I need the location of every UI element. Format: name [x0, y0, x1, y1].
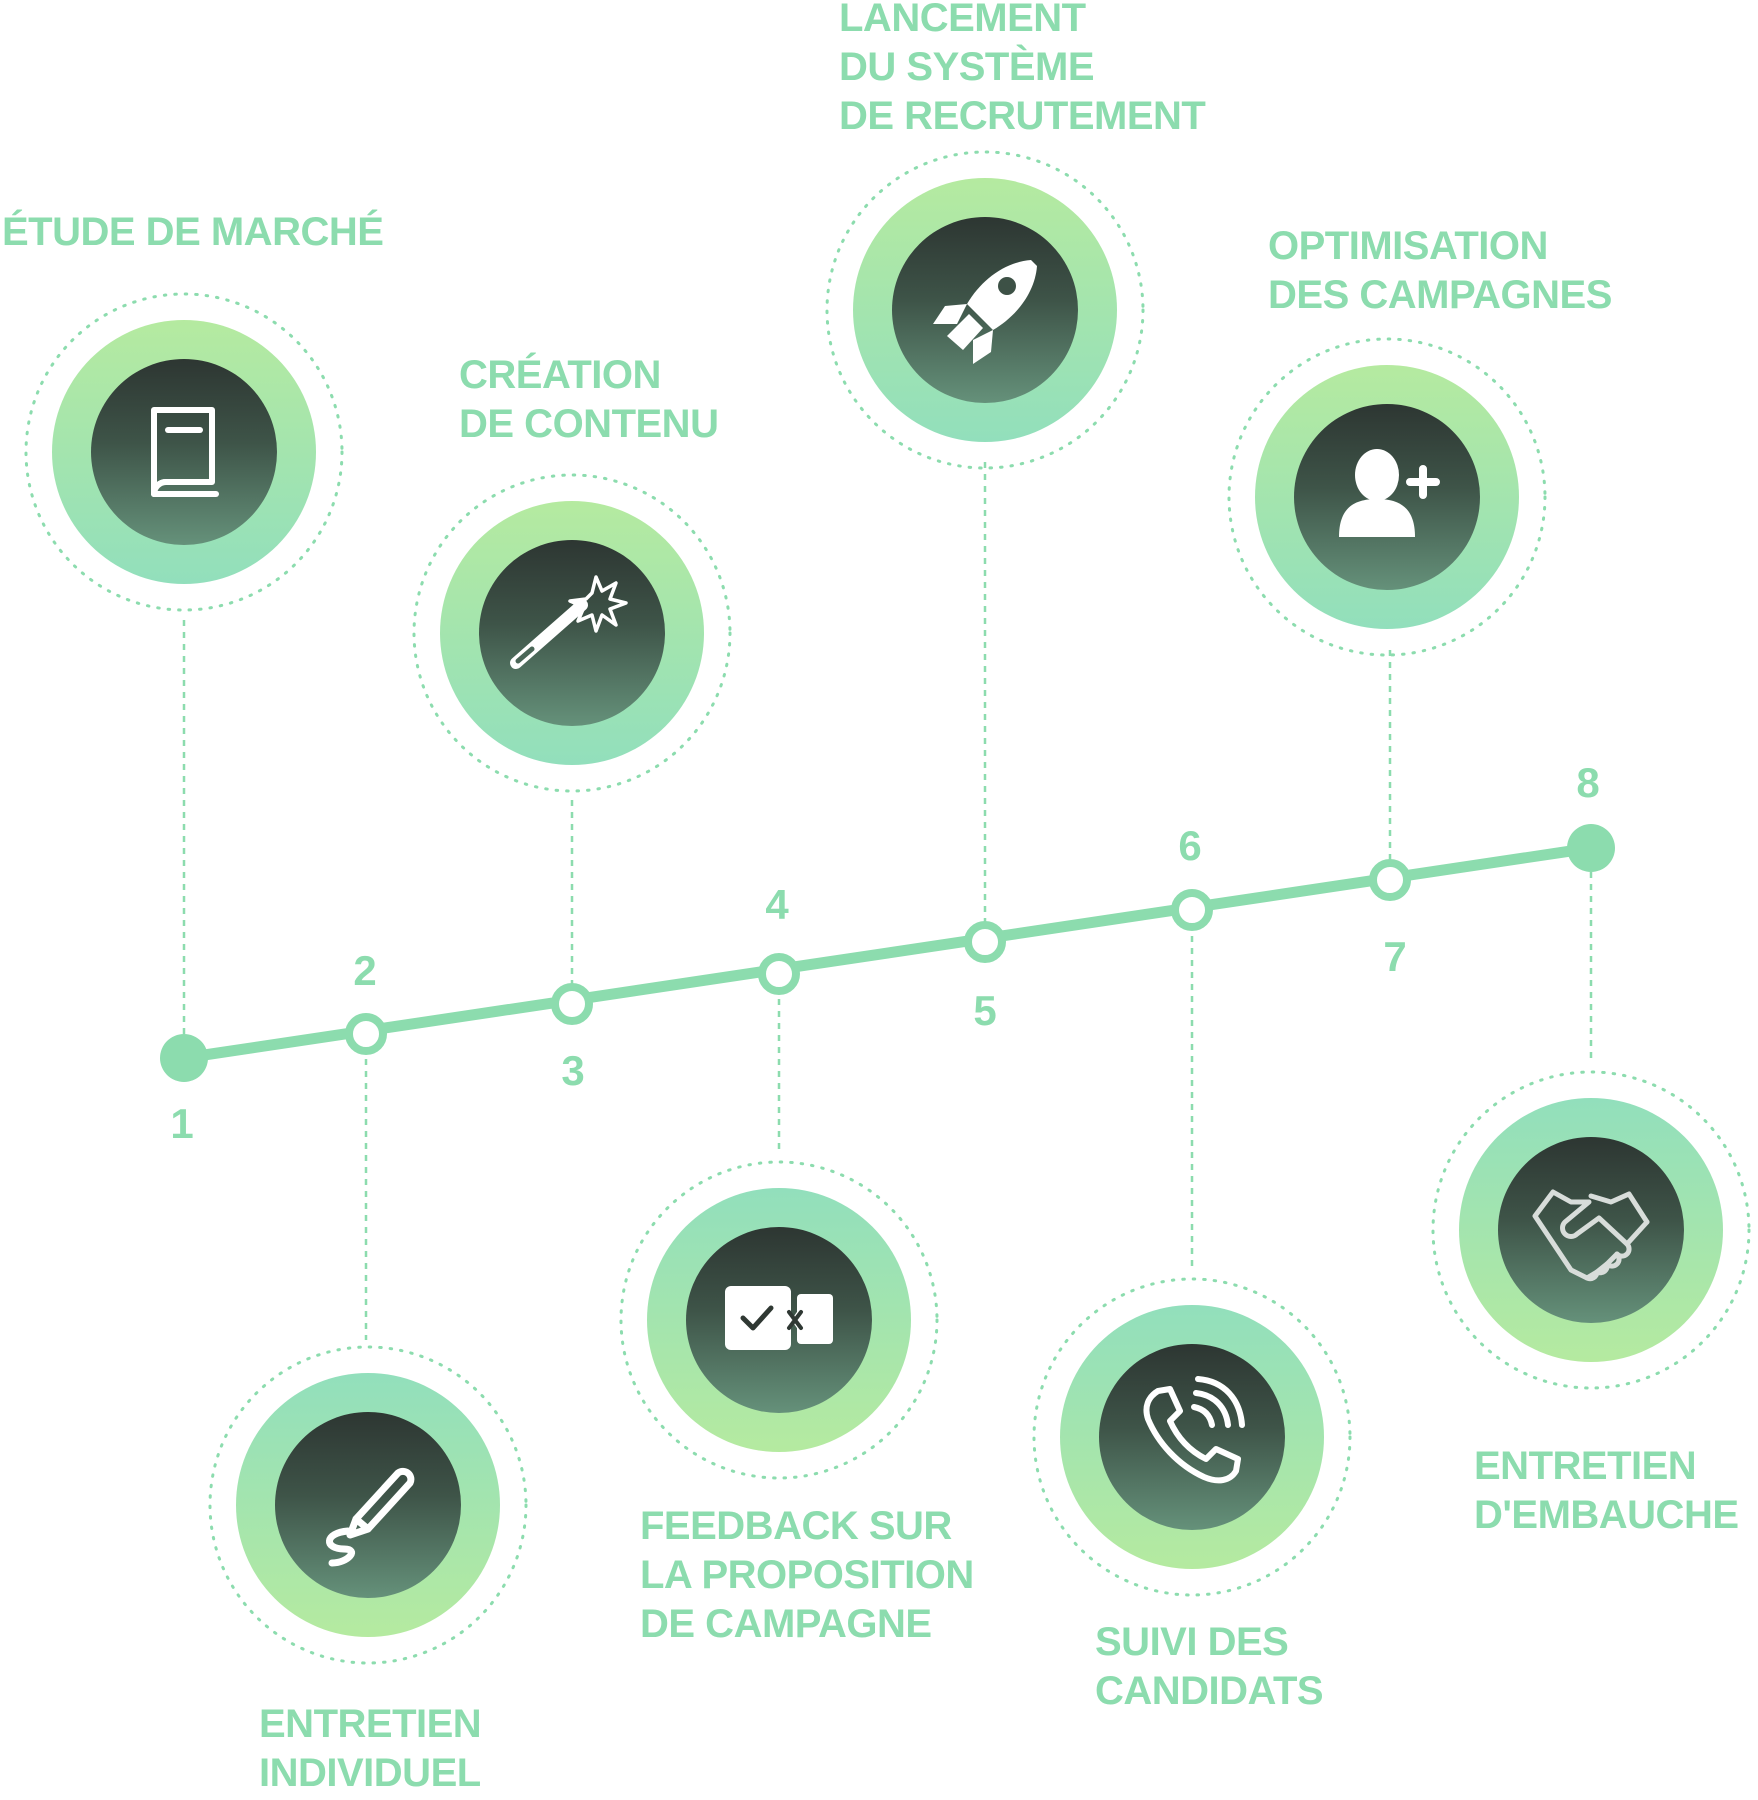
handshake-icon	[1532, 1189, 1650, 1282]
step-6-number: 6	[1178, 822, 1202, 869]
step-3-number: 3	[561, 1047, 585, 1094]
approve-reject-icon	[725, 1286, 833, 1350]
timeline-line	[178, 842, 1597, 1064]
add-user-icon	[1339, 449, 1440, 537]
step-8-badge	[1431, 1070, 1751, 1390]
step-2-badge	[208, 1345, 528, 1665]
node-3	[551, 983, 593, 1025]
step-4-badge	[619, 1160, 939, 1480]
step-6-badge	[1032, 1277, 1352, 1597]
node-2	[345, 1013, 387, 1055]
step-7-label: OPTIMISATION DES CAMPAGNES	[1268, 224, 1612, 317]
step-3-badge	[412, 473, 732, 793]
node-6	[1171, 889, 1213, 931]
step-5-label: LANCEMENT DU SYSTÈME DE RECRUTEMENT	[839, 0, 1206, 138]
step-7-number: 7	[1383, 933, 1407, 980]
node-4	[758, 953, 800, 995]
step-8-number: 8	[1576, 759, 1600, 806]
signature-pen-icon	[326, 1467, 415, 1567]
step-2-number: 2	[353, 947, 377, 994]
node-8	[1567, 824, 1615, 872]
rocket-icon	[933, 260, 1037, 364]
step-1-label: ÉTUDE DE MARCHÉ	[2, 210, 384, 254]
step-6-label: SUIVI DES CANDIDATS	[1095, 1620, 1324, 1713]
node-7	[1369, 859, 1411, 901]
step-4-number: 4	[765, 881, 789, 928]
phone-call-icon	[1143, 1376, 1245, 1484]
step-8-label: ENTRETIEN D'EMBAUCHE	[1474, 1444, 1739, 1537]
step-5-badge	[825, 150, 1145, 470]
step-1-number: 1	[170, 1100, 194, 1147]
timeline-nodes	[160, 824, 1615, 1082]
node-1	[160, 1034, 208, 1082]
step-1-badge	[24, 292, 344, 612]
book-icon	[151, 407, 219, 497]
step-2-label: ENTRETIEN INDIVIDUEL	[259, 1702, 482, 1795]
step-7-badge	[1227, 337, 1547, 657]
connectors	[182, 462, 1593, 1340]
step-5-number: 5	[973, 987, 997, 1034]
step-3-label: CRÉATION DE CONTENU	[459, 353, 719, 446]
node-5	[964, 921, 1006, 963]
step-4-label: FEEDBACK SUR LA PROPOSITION DE CAMPAGNE	[640, 1504, 974, 1646]
magic-wand-icon	[510, 575, 628, 669]
